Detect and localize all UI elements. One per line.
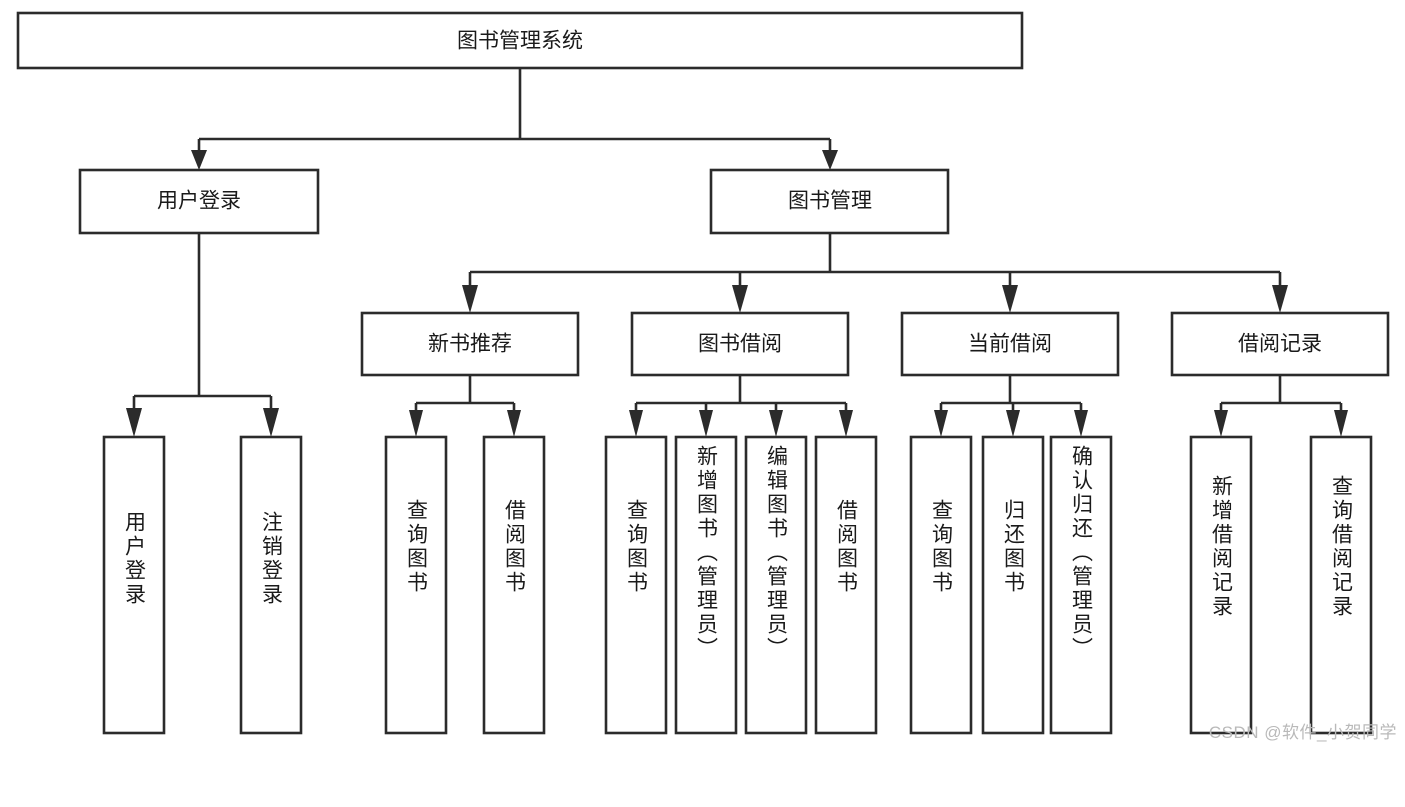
- arrow-head-leaf-query-book-1: [409, 410, 423, 437]
- node-leaf-query-book-3-box[interactable]: [909, 435, 973, 735]
- node-book-management-box[interactable]: [709, 168, 950, 235]
- arrow-head-new-book-recommend: [462, 285, 478, 313]
- arrow-head-book-borrow: [732, 285, 748, 313]
- arrow-head-leaf-user-login: [126, 408, 142, 437]
- node-user-login[interactable]: 用户登录: [78, 168, 320, 235]
- node-new-book-recommend-label: 新书推荐: [428, 333, 512, 356]
- csdn-watermark: CSDN @软件_小贺同学: [1208, 723, 1397, 742]
- arrow-head-leaf-logout: [263, 408, 279, 437]
- node-leaf-query-borrow-record-box[interactable]: [1309, 435, 1373, 735]
- node-leaf-borrow-book-2-box[interactable]: [814, 435, 878, 735]
- arrow-head-leaf-query-borrow-record: [1334, 410, 1348, 437]
- hierarchy-diagram: 图书管理系统 用户登录 图书管理 新书推荐 图书借阅: [16, 11, 1397, 742]
- node-leaf-user-login-box[interactable]: [102, 435, 166, 735]
- node-leaf-confirm-return-admin-box[interactable]: [1049, 435, 1113, 735]
- node-book-management-label: 图书管理: [788, 190, 872, 213]
- node-leaf-query-book-1-box[interactable]: [384, 435, 448, 735]
- arrow-head-leaf-borrow-book-1: [507, 410, 521, 437]
- node-root-box[interactable]: [16, 11, 1024, 70]
- node-borrow-record[interactable]: 借阅记录: [1170, 311, 1390, 377]
- node-user-login-box[interactable]: [78, 168, 320, 235]
- node-book-management[interactable]: 图书管理: [709, 168, 950, 235]
- node-layer: 图书管理系统 用户登录 图书管理 新书推荐 图书借阅: [16, 11, 1390, 735]
- node-root-label: 图书管理系统: [457, 30, 583, 53]
- arrow-head-current-borrow: [1002, 285, 1018, 313]
- node-leaf-logout-box[interactable]: [239, 435, 303, 735]
- node-borrow-record-label: 借阅记录: [1238, 333, 1322, 356]
- node-book-borrow-box[interactable]: [630, 311, 850, 377]
- node-book-borrow[interactable]: 图书借阅: [630, 311, 850, 377]
- node-book-borrow-label: 图书借阅: [698, 333, 782, 356]
- node-leaf-query-book-2-box[interactable]: [604, 435, 668, 735]
- arrow-head-leaf-add-borrow-record: [1214, 410, 1228, 437]
- node-current-borrow[interactable]: 当前借阅: [900, 311, 1120, 377]
- arrow-head-leaf-borrow-book-2: [839, 410, 853, 437]
- node-leaf-return-book-box[interactable]: [981, 435, 1045, 735]
- node-current-borrow-label: 当前借阅: [968, 333, 1052, 356]
- node-borrow-record-box[interactable]: [1170, 311, 1390, 377]
- node-leaf-borrow-book-1-box[interactable]: [482, 435, 546, 735]
- node-leaf-add-book-admin-box[interactable]: [674, 435, 738, 735]
- node-leaf-add-borrow-record-box[interactable]: [1189, 435, 1253, 735]
- arrow-head-leaf-return-book: [1006, 410, 1020, 437]
- arrow-head-leaf-add-book-admin: [699, 410, 713, 437]
- diagram-canvas: 图书管理系统 用户登录 图书管理 新书推荐 图书借阅: [16, 11, 1390, 735]
- connector-layer: [126, 68, 1348, 437]
- arrow-head-leaf-confirm-return-admin: [1074, 410, 1088, 437]
- arrow-head-borrow-record: [1272, 285, 1288, 313]
- node-user-login-label: 用户登录: [157, 190, 241, 213]
- arrow-head-user-login: [191, 150, 207, 170]
- node-new-book-recommend-box[interactable]: [360, 311, 580, 377]
- node-current-borrow-box[interactable]: [900, 311, 1120, 377]
- node-new-book-recommend[interactable]: 新书推荐: [360, 311, 580, 377]
- node-root[interactable]: 图书管理系统: [16, 11, 1024, 70]
- arrow-head-leaf-query-book-2: [629, 410, 643, 437]
- node-leaf-edit-book-admin-box[interactable]: [744, 435, 808, 735]
- arrow-head-leaf-query-book-3: [934, 410, 948, 437]
- arrow-head-book-management: [822, 150, 838, 170]
- arrow-head-leaf-edit-book-admin: [769, 410, 783, 437]
